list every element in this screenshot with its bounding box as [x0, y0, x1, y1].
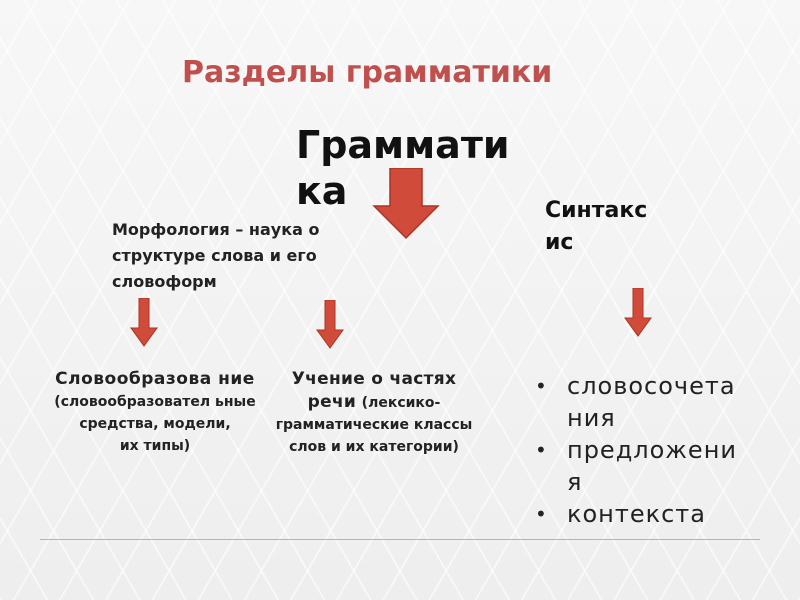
bullet-icon: • [535, 374, 548, 398]
word-formation-block: Словообразова ние (словообразовател ьные… [50, 368, 260, 457]
list-item-label: контекста [567, 500, 706, 528]
slide-title: Разделы грамматики [182, 55, 553, 90]
syntax-bullet-list: • словосочета ния • предложени я • конте… [535, 370, 760, 530]
arrow-down-icon [130, 298, 158, 347]
bullet-icon: • [535, 502, 548, 526]
list-item-label: словосочета ния [567, 372, 736, 432]
arrow-down-icon [372, 168, 440, 240]
root-concept: Граммати ка [296, 123, 510, 213]
divider [40, 539, 760, 540]
parts-of-speech-heading: Учение о частях речи [291, 369, 457, 412]
bullet-icon: • [535, 438, 548, 462]
parts-of-speech-block: Учение о частях речи (лексико-грамматиче… [268, 368, 480, 458]
list-item: • контекста [535, 498, 760, 530]
list-item: • предложени я [535, 434, 760, 498]
list-item: • словосочета ния [535, 370, 760, 434]
morphology-definition: Морфология – наука о структуре слова и е… [112, 220, 320, 291]
word-formation-description-2: их типы) [119, 438, 191, 454]
syntax-label: Синтакс ис [545, 198, 648, 255]
word-formation-heading: Словообразова ние [55, 369, 255, 389]
arrow-down-icon [624, 288, 652, 337]
arrow-down-icon [316, 300, 344, 349]
parts-of-speech-description: (лексико-грамматические классы слов и их… [275, 395, 473, 455]
list-item-label: предложени я [567, 436, 737, 496]
word-formation-description: (словообразовател ьные средства, модели, [54, 394, 256, 432]
